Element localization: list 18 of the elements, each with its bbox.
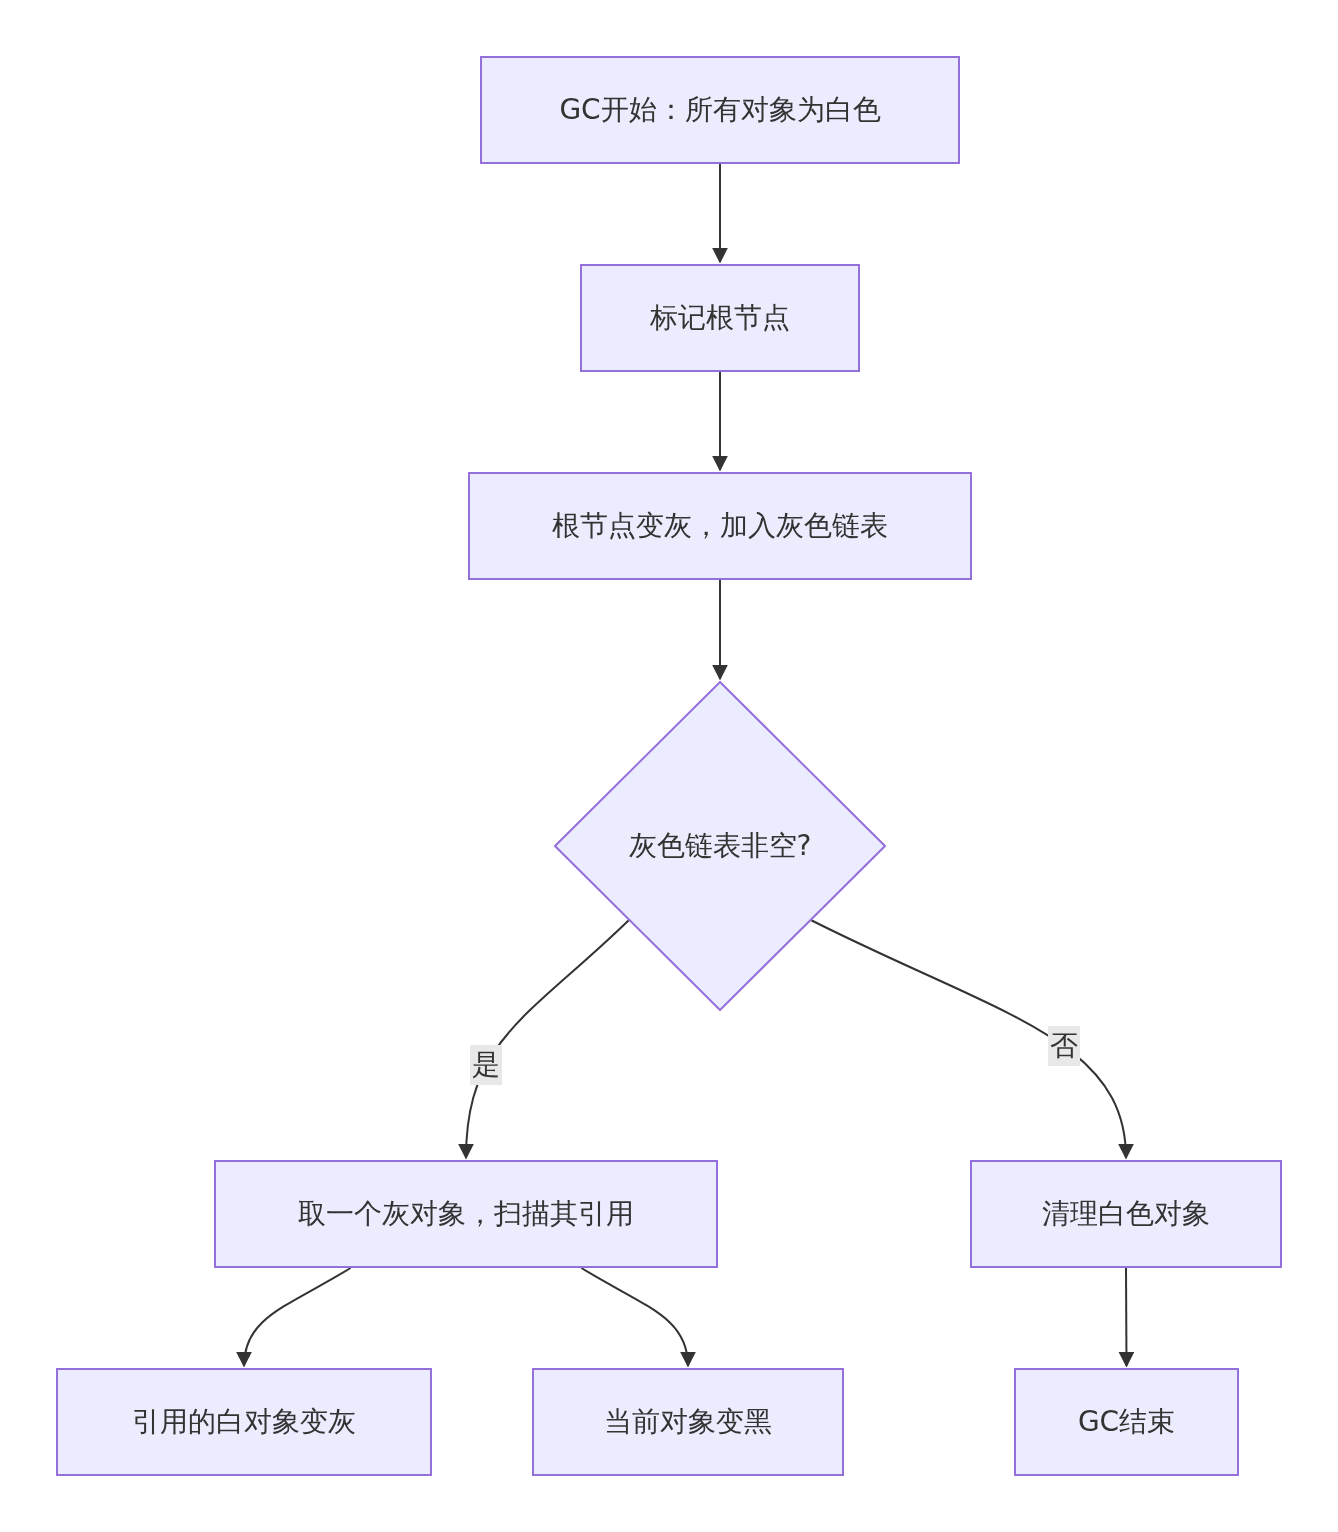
decision-diamond: 灰色链表非空? (554, 681, 886, 1011)
arrow (237, 1267, 352, 1368)
process-box: 引用的白对象变灰 (56, 1368, 432, 1476)
process-box: 清理白色对象 (970, 1160, 1282, 1268)
process-box: GC结束 (1014, 1368, 1239, 1476)
edge-label: 否 (1048, 1026, 1081, 1067)
process-box: 取一个灰对象，扫描其引用 (214, 1160, 718, 1268)
process-box: 标记根节点 (580, 264, 860, 372)
arrow (1118, 1267, 1135, 1368)
arrow (580, 1267, 695, 1368)
edge-label: 是 (470, 1045, 503, 1086)
arrow (712, 163, 728, 264)
process-box: 根节点变灰，加入灰色链表 (468, 472, 972, 580)
process-box: GC开始：所有对象为白色 (480, 56, 960, 164)
arrow (712, 579, 728, 681)
arrow (810, 919, 1133, 1160)
process-box: 当前对象变黑 (532, 1368, 844, 1476)
arrow (712, 371, 728, 472)
